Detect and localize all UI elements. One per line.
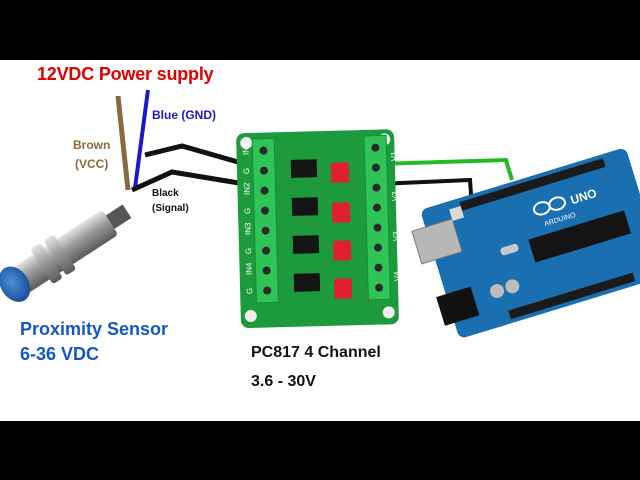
capacitor — [490, 284, 505, 299]
optocoupler-chip — [290, 159, 318, 178]
pin-label: G — [245, 288, 254, 294]
black-wire-label: Black (Signal) — [152, 186, 189, 216]
mount-hole — [382, 306, 395, 319]
pin-label: V2 — [391, 191, 400, 202]
signal-wire — [144, 143, 246, 167]
arduino-uno: UNO ARDUINO — [411, 148, 640, 338]
dc-jack — [436, 286, 480, 326]
optocoupler-chip — [293, 273, 321, 292]
optocouplers — [290, 159, 321, 292]
pin-label: G — [244, 248, 253, 254]
power-supply-label: 12VDC Power supply — [37, 64, 214, 84]
usb-port — [411, 218, 463, 265]
pc817-module: IN1 G IN2 G IN3 G IN4 G V1 V2 V3 V4 — [236, 129, 402, 329]
proximity-sensor — [0, 204, 132, 302]
letterbox-top — [0, 0, 640, 60]
pin-label: G — [242, 168, 251, 174]
pin-label: IN4 — [244, 262, 253, 275]
wires — [115, 89, 514, 209]
sensor-label: Proximity Sensor 6-36 VDC — [20, 317, 168, 367]
letterbox-bottom — [0, 421, 640, 480]
mount-hole — [240, 137, 253, 150]
sensor-nut-1 — [31, 243, 62, 284]
brown-wire-label-line-2: (VCC) — [75, 157, 109, 171]
jumper-red — [331, 202, 351, 223]
diagram-drawing: IN1 G IN2 G IN3 G IN4 G V1 V2 V3 V4 — [0, 89, 640, 338]
sensor-head — [0, 266, 31, 302]
brown-wire-label-line-1: Brown — [73, 138, 111, 152]
digital-header — [459, 158, 606, 211]
black-wire — [130, 169, 246, 193]
black-wire-label-line-1: Black — [152, 188, 179, 199]
sensor-nut-2 — [44, 235, 76, 275]
module-label-line-2: 3.6 - 30V — [251, 373, 316, 390]
mount-hole — [244, 309, 257, 322]
pin-label: IN3 — [243, 222, 252, 235]
right-pin-labels: V1 V2 V3 V4 — [390, 151, 402, 282]
jumper-red — [330, 162, 350, 183]
pin-label: V1 — [390, 151, 399, 162]
blue-wire — [133, 89, 150, 189]
jumpers — [330, 162, 353, 299]
brown-wire — [115, 95, 131, 191]
atmega-chip — [528, 210, 632, 263]
optocoupler-chip — [292, 235, 320, 254]
infinity-right — [548, 196, 566, 211]
sensor-label-line-2: 6-36 VDC — [20, 344, 100, 364]
left-pin-labels: IN1 G IN2 G IN3 G IN4 G — [241, 142, 254, 294]
right-terminal-block — [363, 134, 391, 301]
wiring-diagram: IN1 G IN2 G IN3 G IN4 G V1 V2 V3 V4 — [0, 60, 640, 421]
module-label-line-1: PC817 4 Channel — [251, 344, 381, 361]
jumper-red — [333, 278, 353, 299]
brown-wire-label: Brown (VCC) — [73, 136, 110, 174]
crystal — [500, 243, 519, 256]
pin-label: V3 — [392, 231, 401, 242]
black-wire-label-line-2: (Signal) — [152, 203, 189, 214]
pin-label: V4 — [393, 271, 402, 282]
module-label: PC817 4 Channel 3.6 - 30V — [251, 338, 381, 396]
left-terminal-block — [251, 137, 279, 304]
terminal-screws — [259, 143, 384, 295]
blue-wire-label: Blue (GND) — [152, 108, 216, 122]
capacitor — [505, 279, 520, 294]
sensor-label-line-1: Proximity Sensor — [20, 319, 169, 339]
pin-label: G — [243, 208, 252, 214]
reset-button — [449, 205, 465, 221]
pin-label: IN2 — [242, 182, 251, 195]
power-header — [508, 272, 636, 320]
pin-label: IN1 — [241, 142, 250, 155]
optocoupler-chip — [291, 197, 319, 216]
jumper-red — [332, 240, 352, 261]
green-wire — [377, 157, 514, 181]
